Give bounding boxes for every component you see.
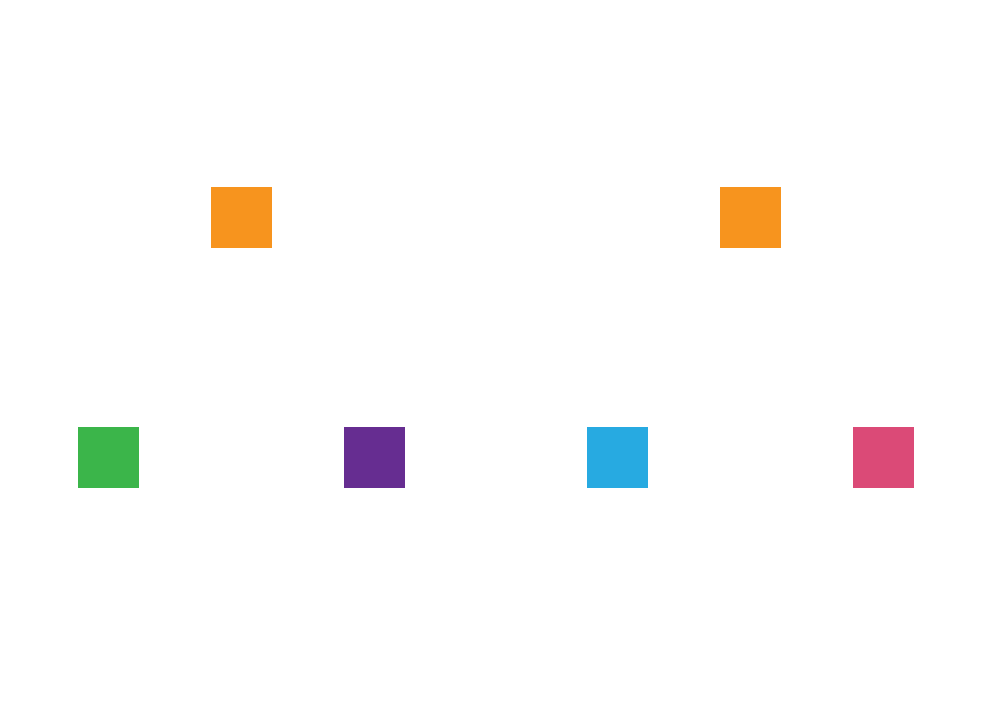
orange-square-node [211, 187, 272, 248]
green-square-node [78, 427, 139, 488]
pink-square-node [853, 427, 914, 488]
blue-square-node [587, 427, 648, 488]
orange-square-node [720, 187, 781, 248]
purple-square-node [344, 427, 405, 488]
